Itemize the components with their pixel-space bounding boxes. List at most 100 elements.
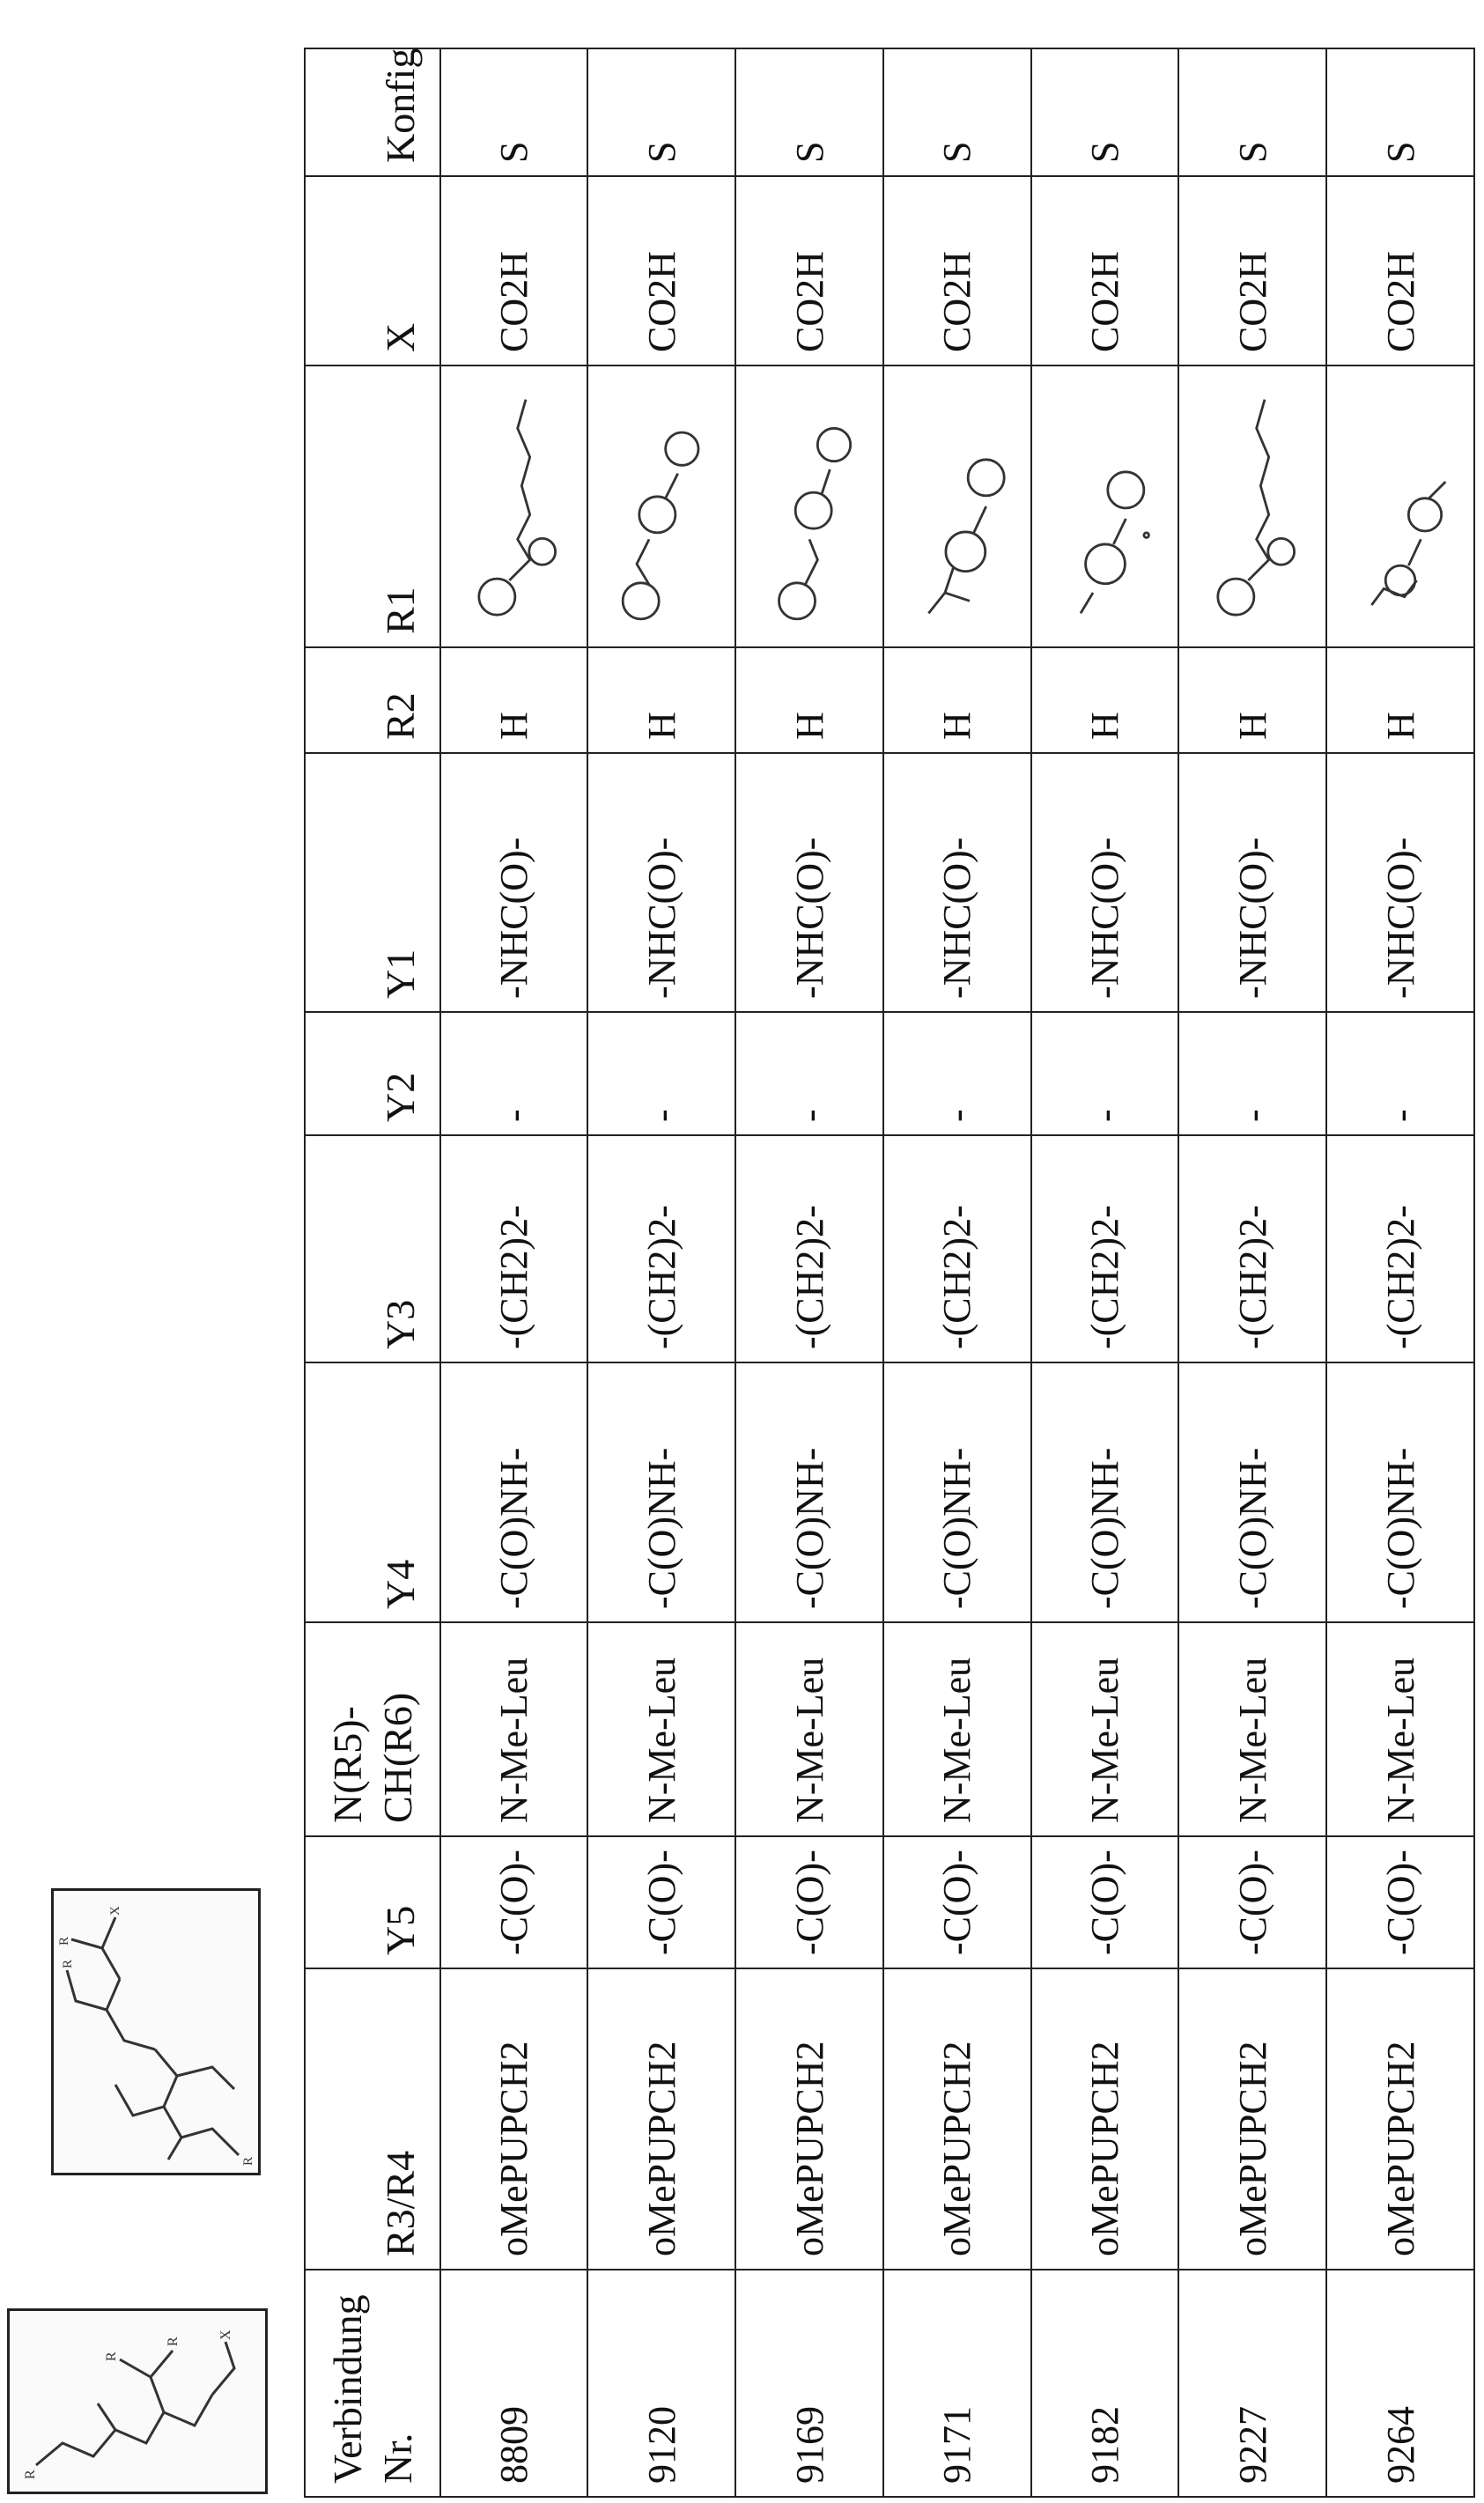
svg-text:R: R (166, 2337, 181, 2346)
cell-r2: H (883, 647, 1031, 753)
cell-r3r4: oMePUPCH2 (1178, 1968, 1326, 2270)
cell-y2: - (1178, 1012, 1326, 1135)
cell-r1-structure (587, 365, 735, 647)
table-row: 9227oMePUPCH2-C(O)-N-Me-Leu-C(O)NH--(CH2… (1178, 48, 1326, 2497)
cell-y1: -NHC(O)- (1178, 753, 1326, 1012)
r1-structure-drawing (600, 379, 723, 634)
cell-nr5: N-Me-Leu (440, 1622, 588, 1836)
cell-y5: -C(O)- (1178, 1836, 1326, 1968)
scaffold-drawing-b: RR XR (54, 1891, 258, 2173)
cell-konfig: S (1178, 48, 1326, 176)
cell-r1-structure (1326, 365, 1474, 647)
cell-nr5: N-Me-Leu (587, 1622, 735, 1836)
cell-r3r4: oMePUPCH2 (587, 1968, 735, 2270)
header-y1: Y1 (305, 753, 440, 1012)
cell-compound-number: 9227 (1178, 2270, 1326, 2497)
cell-konfig: S (1031, 48, 1179, 176)
cell-y1: -NHC(O)- (587, 753, 735, 1012)
svg-text:R: R (104, 2352, 119, 2361)
header-r3r4: R3/R4 (305, 1968, 440, 2270)
cell-compound-number: 9171 (883, 2270, 1031, 2497)
header-nr: Verbindung Nr. (305, 2270, 440, 2497)
cell-r1-structure (1031, 365, 1179, 647)
scaffold-structure-image-b: RR XR (51, 1888, 261, 2175)
cell-y1: -NHC(O)- (1031, 753, 1179, 1012)
r1-structure-drawing (1044, 379, 1167, 634)
cell-y4: -C(O)NH- (1178, 1362, 1326, 1622)
cell-y2: - (735, 1012, 883, 1135)
svg-text:R: R (61, 1960, 75, 1968)
cell-r1-structure (883, 365, 1031, 647)
header-x: X (305, 176, 440, 365)
cell-compound-number: 9120 (587, 2270, 735, 2497)
cell-x: CO2H (735, 176, 883, 365)
cell-x: CO2H (1031, 176, 1179, 365)
svg-text:R: R (57, 1937, 71, 1946)
cell-y3: -(CH2)2- (735, 1135, 883, 1362)
cell-y2: - (1031, 1012, 1179, 1135)
cell-y1: -NHC(O)- (883, 753, 1031, 1012)
header-konfig: Konfig. (305, 48, 440, 176)
header-y3: Y3 (305, 1135, 440, 1362)
header-r1: R1 (305, 365, 440, 647)
cell-y3: -(CH2)2- (1326, 1135, 1474, 1362)
cell-compound-number: 9169 (735, 2270, 883, 2497)
cell-y5: -C(O)- (587, 1836, 735, 1968)
header-y2: Y2 (305, 1012, 440, 1135)
header-y5: Y5 (305, 1836, 440, 1968)
cell-y4: -C(O)NH- (587, 1362, 735, 1622)
cell-y1: -NHC(O)- (735, 753, 883, 1012)
cell-r2: H (1178, 647, 1326, 753)
cell-nr5: N-Me-Leu (735, 1622, 883, 1836)
table-row: 9182oMePUPCH2-C(O)-N-Me-Leu-C(O)NH--(CH2… (1031, 48, 1179, 2497)
r1-structure-drawing (748, 379, 871, 634)
cell-y4: -C(O)NH- (440, 1362, 588, 1622)
cell-konfig: S (735, 48, 883, 176)
cell-x: CO2H (440, 176, 588, 365)
cell-r1-structure (735, 365, 883, 647)
cell-x: CO2H (1326, 176, 1474, 365)
table-row: 9171oMePUPCH2-C(O)-N-Me-Leu-C(O)NH--(CH2… (883, 48, 1031, 2497)
cell-r3r4: oMePUPCH2 (1031, 1968, 1179, 2270)
cell-y2: - (587, 1012, 735, 1135)
cell-y5: -C(O)- (1326, 1836, 1474, 1968)
cell-konfig: S (440, 48, 588, 176)
svg-text:X: X (108, 1906, 122, 1916)
cell-y3: -(CH2)2- (1031, 1135, 1179, 1362)
cell-r3r4: oMePUPCH2 (883, 1968, 1031, 2270)
cell-r3r4: oMePUPCH2 (440, 1968, 588, 2270)
cell-y3: -(CH2)2- (440, 1135, 588, 1362)
r1-structure-drawing (452, 379, 575, 634)
cell-y2: - (440, 1012, 588, 1135)
cell-compound-number: 9182 (1031, 2270, 1179, 2497)
scaffold-structure-image-a: RR RX (7, 2308, 268, 2494)
cell-r2: H (735, 647, 883, 753)
table-row: 9169oMePUPCH2-C(O)-N-Me-Leu-C(O)NH--(CH2… (735, 48, 883, 2497)
cell-y5: -C(O)- (883, 1836, 1031, 1968)
cell-r2: H (587, 647, 735, 753)
cell-y3: -(CH2)2- (1178, 1135, 1326, 1362)
cell-y1: -NHC(O)- (440, 753, 588, 1012)
cell-r3r4: oMePUPCH2 (735, 1968, 883, 2270)
cell-r3r4: oMePUPCH2 (1326, 1968, 1474, 2270)
cell-x: CO2H (1178, 176, 1326, 365)
cell-y5: -C(O)- (440, 1836, 588, 1968)
r1-structure-drawing (1339, 379, 1462, 634)
scaffold-drawing-a: RR RX (10, 2311, 265, 2492)
cell-x: CO2H (883, 176, 1031, 365)
cell-nr5: N-Me-Leu (1178, 1622, 1326, 1836)
cell-y4: -C(O)NH- (883, 1362, 1031, 1622)
cell-y3: -(CH2)2- (587, 1135, 735, 1362)
cell-nr5: N-Me-Leu (1031, 1622, 1179, 1836)
cell-r1-structure (440, 365, 588, 647)
cell-y1: -NHC(O)- (1326, 753, 1474, 1012)
header-r2: R2 (305, 647, 440, 753)
cell-r2: H (440, 647, 588, 753)
cell-compound-number: 8809 (440, 2270, 588, 2497)
compound-table: Verbindung Nr. R3/R4 Y5 N(R5)- CH(R6) Y4… (304, 48, 1475, 2498)
cell-compound-number: 9264 (1326, 2270, 1474, 2497)
cell-nr5: N-Me-Leu (1326, 1622, 1474, 1836)
cell-y3: -(CH2)2- (883, 1135, 1031, 1362)
cell-y5: -C(O)- (1031, 1836, 1179, 1968)
